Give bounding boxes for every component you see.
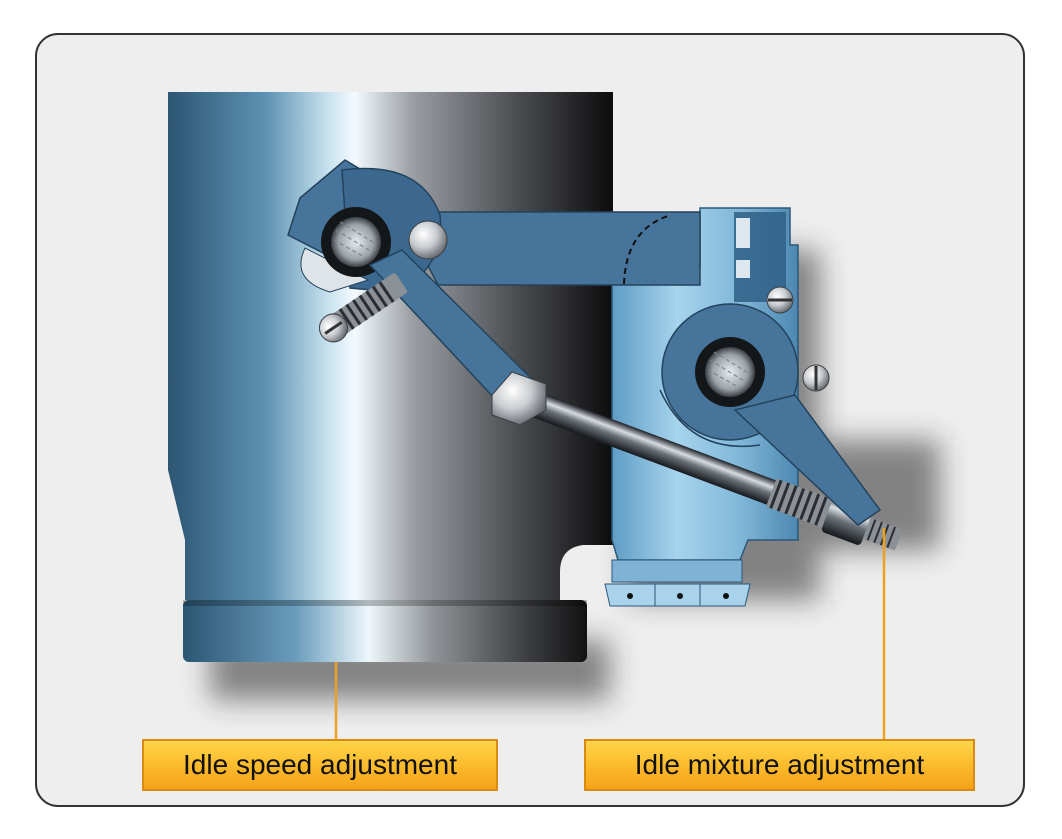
mounting-flange: [183, 600, 587, 662]
callout-idle-mixture-adjustment: Idle mixture adjustment: [584, 739, 975, 791]
idle-speed-screw: [318, 273, 407, 343]
housing-screw-heads: [766, 286, 830, 392]
callout-idle-speed-adjustment: Idle speed adjustment: [142, 739, 498, 791]
connecting-rod: [496, 380, 903, 551]
bottom-nut: [604, 559, 751, 607]
rod-end-block: [491, 371, 547, 426]
callout-idle-mixture-text: Idle mixture adjustment: [634, 749, 925, 780]
throttle-barrel: [168, 92, 613, 600]
callout-idle-speed-text: Idle speed adjustment: [183, 749, 457, 780]
idle-mixture-lever: [659, 303, 882, 526]
idle-speed-lever: [287, 159, 547, 416]
